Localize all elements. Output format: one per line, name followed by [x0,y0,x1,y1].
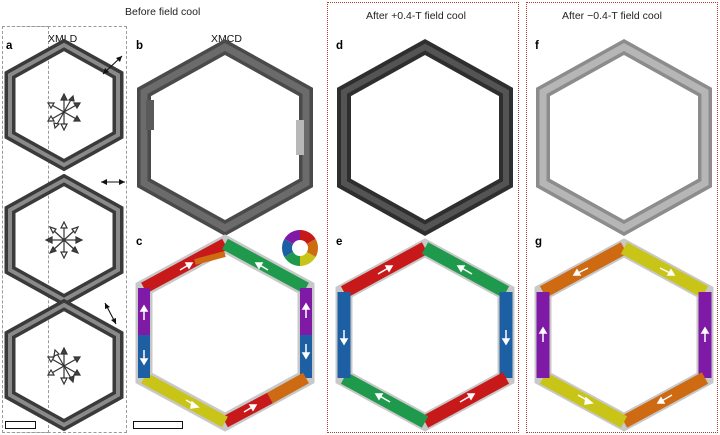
scale-bar [133,421,183,429]
color-wheel-icon [281,230,319,266]
panel-a-frame [2,26,127,433]
heading-after-negative-field-cool: After −0.4-T field cool [562,10,662,22]
xmcd-label: XMCD [211,33,242,45]
panel-label-f: f [535,40,539,52]
star-arrows-icon [46,346,82,386]
panel-label-d: d [336,40,344,52]
double-arrow-icon [101,179,125,185]
scale-bar [5,421,36,429]
panel-label-a: a [6,40,13,52]
double-arrow-icon [104,302,117,325]
panel-label-b: b [136,40,144,52]
xmld-hexagon-3 [4,298,124,432]
after-negative-frame [526,2,718,433]
panel-label-g: g [535,236,543,248]
panel-label-c: c [136,236,143,248]
after-positive-frame [327,2,519,433]
heading-before-field-cool: Before field cool [125,6,201,18]
double-arrow-icon [102,55,123,75]
heading-after-positive-field-cool: After +0.4-T field cool [366,10,466,22]
panel-label-e: e [336,236,343,248]
star-arrows-icon [46,92,82,132]
xmld-hexagon-1 [4,38,124,172]
star-arrows-icon [44,220,84,260]
